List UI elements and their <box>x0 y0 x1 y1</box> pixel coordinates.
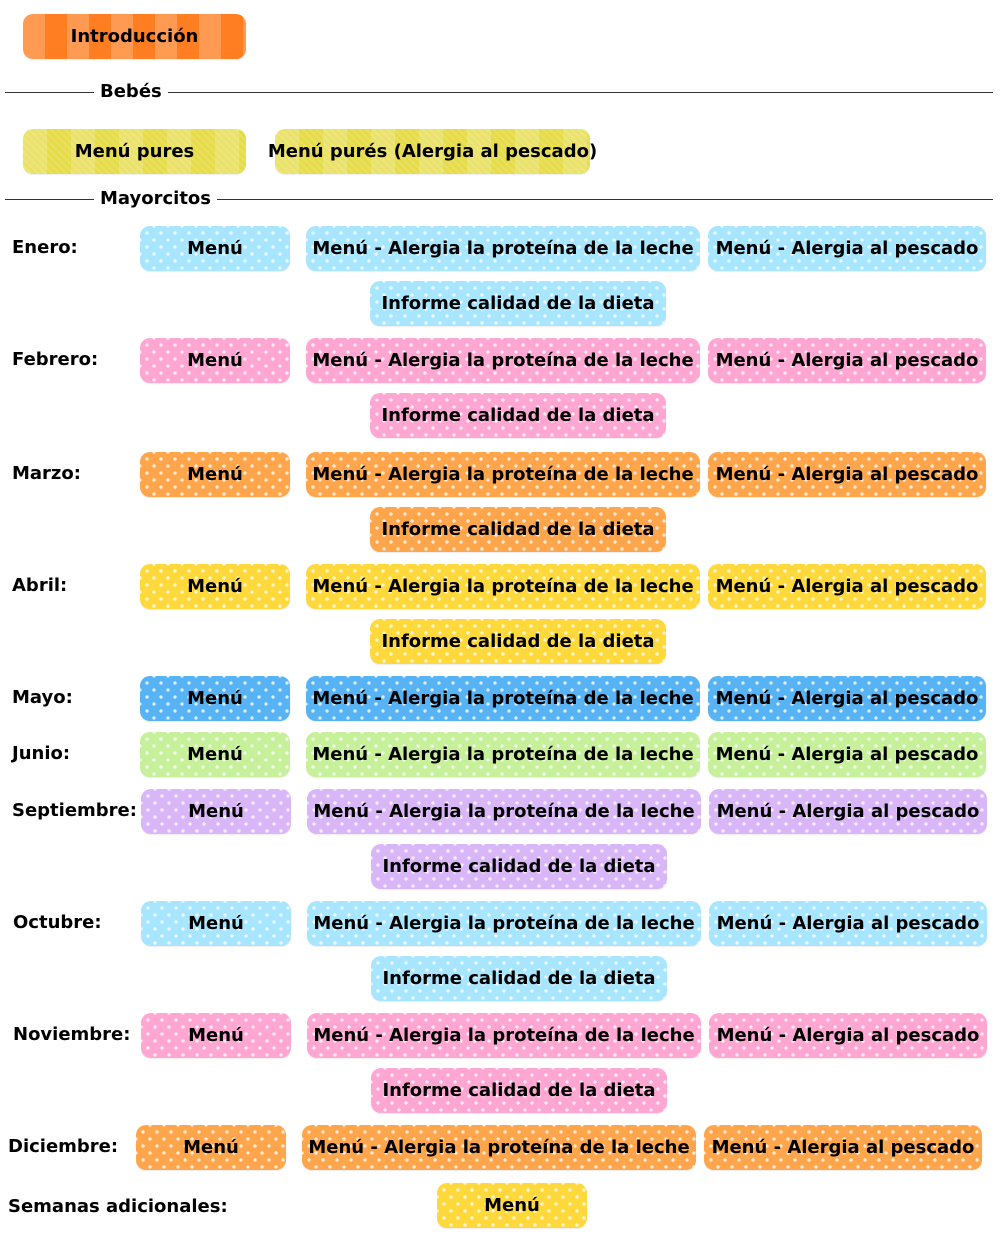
semanas-adicionales-menu-button[interactable]: Menú <box>437 1183 587 1228</box>
introduccion-button[interactable]: Introducción <box>23 14 246 59</box>
octubre-alergia-leche-button[interactable]: Menú - Alergia la proteína de la leche <box>307 901 701 946</box>
marzo-menu-button[interactable]: Menú <box>140 452 290 497</box>
febrero-leche-label: Menú - Alergia la proteína de la leche <box>312 350 694 371</box>
month-label-noviembre: Noviembre: <box>13 1024 131 1045</box>
febrero-alergia-leche-button[interactable]: Menú - Alergia la proteína de la leche <box>306 338 700 383</box>
mayo-leche-label: Menú - Alergia la proteína de la leche <box>312 688 694 709</box>
enero-alergia-leche-button[interactable]: Menú - Alergia la proteína de la leche <box>306 226 700 271</box>
month-label-diciembre: Diciembre: <box>8 1136 119 1157</box>
abril-informe-label: Informe calidad de la dieta <box>381 631 655 652</box>
month-label-marzo: Marzo: <box>12 463 81 484</box>
enero-informe-calidad-button[interactable]: Informe calidad de la dieta <box>370 281 666 326</box>
bebes-divider <box>5 92 993 93</box>
mayo-menu-label: Menú <box>187 688 243 709</box>
noviembre-menu-button[interactable]: Menú <box>141 1013 291 1058</box>
febrero-pescado-label: Menú - Alergia al pescado <box>715 350 979 371</box>
febrero-informe-calidad-button[interactable]: Informe calidad de la dieta <box>370 393 666 438</box>
octubre-alergia-pescado-button[interactable]: Menú - Alergia al pescado <box>709 901 987 946</box>
noviembre-informe-calidad-button[interactable]: Informe calidad de la dieta <box>371 1068 667 1113</box>
febrero-informe-label: Informe calidad de la dieta <box>381 405 655 426</box>
junio-menu-label: Menú <box>187 744 243 765</box>
marzo-informe-label: Informe calidad de la dieta <box>381 519 655 540</box>
octubre-menu-button[interactable]: Menú <box>141 901 291 946</box>
septiembre-alergia-pescado-button[interactable]: Menú - Alergia al pescado <box>709 789 987 834</box>
abril-alergia-leche-button[interactable]: Menú - Alergia la proteína de la leche <box>306 564 700 609</box>
septiembre-menu-label: Menú <box>188 801 244 822</box>
abril-pescado-label: Menú - Alergia al pescado <box>715 576 979 597</box>
noviembre-pescado-label: Menú - Alergia al pescado <box>716 1025 980 1046</box>
section-title-bebes: Bebés <box>94 81 168 102</box>
month-label-mayo: Mayo: <box>12 687 73 708</box>
septiembre-leche-label: Menú - Alergia la proteína de la leche <box>313 801 695 822</box>
junio-pescado-label: Menú - Alergia al pescado <box>715 744 979 765</box>
diciembre-leche-label: Menú - Alergia la proteína de la leche <box>308 1137 690 1158</box>
abril-informe-calidad-button[interactable]: Informe calidad de la dieta <box>370 619 666 664</box>
mayo-alergia-leche-button[interactable]: Menú - Alergia la proteína de la leche <box>306 676 700 721</box>
noviembre-leche-label: Menú - Alergia la proteína de la leche <box>313 1025 695 1046</box>
junio-alergia-leche-button[interactable]: Menú - Alergia la proteína de la leche <box>306 732 700 777</box>
diciembre-alergia-leche-button[interactable]: Menú - Alergia la proteína de la leche <box>302 1125 696 1170</box>
enero-leche-label: Menú - Alergia la proteína de la leche <box>312 238 694 259</box>
noviembre-alergia-leche-button[interactable]: Menú - Alergia la proteína de la leche <box>307 1013 701 1058</box>
septiembre-informe-calidad-button[interactable]: Informe calidad de la dieta <box>371 844 667 889</box>
marzo-alergia-leche-button[interactable]: Menú - Alergia la proteína de la leche <box>306 452 700 497</box>
diciembre-pescado-label: Menú - Alergia al pescado <box>711 1137 975 1158</box>
menu-pures-alergia-pescado-button[interactable]: Menú purés (Alergia al pescado) <box>268 129 597 174</box>
month-label-junio: Junio: <box>12 743 71 764</box>
enero-menu-button[interactable]: Menú <box>140 226 290 271</box>
menu-pures-alergia-pescado-label: Menú purés (Alergia al pescado) <box>267 141 598 162</box>
septiembre-alergia-leche-button[interactable]: Menú - Alergia la proteína de la leche <box>307 789 701 834</box>
mayo-pescado-label: Menú - Alergia al pescado <box>715 688 979 709</box>
marzo-menu-label: Menú <box>187 464 243 485</box>
enero-menu-label: Menú <box>187 238 243 259</box>
diciembre-menu-button[interactable]: Menú <box>136 1125 286 1170</box>
abril-alergia-pescado-button[interactable]: Menú - Alergia al pescado <box>708 564 986 609</box>
abril-menu-label: Menú <box>187 576 243 597</box>
junio-leche-label: Menú - Alergia la proteína de la leche <box>312 744 694 765</box>
febrero-menu-label: Menú <box>187 350 243 371</box>
month-label-enero: Enero: <box>12 237 78 258</box>
enero-alergia-pescado-button[interactable]: Menú - Alergia al pescado <box>708 226 986 271</box>
octubre-pescado-label: Menú - Alergia al pescado <box>716 913 980 934</box>
month-label-septiembre: Septiembre: <box>12 800 137 821</box>
mayo-menu-button[interactable]: Menú <box>140 676 290 721</box>
noviembre-alergia-pescado-button[interactable]: Menú - Alergia al pescado <box>709 1013 987 1058</box>
abril-menu-button[interactable]: Menú <box>140 564 290 609</box>
septiembre-menu-button[interactable]: Menú <box>141 789 291 834</box>
febrero-menu-button[interactable]: Menú <box>140 338 290 383</box>
month-label-octubre: Octubre: <box>13 912 102 933</box>
octubre-informe-label: Informe calidad de la dieta <box>382 968 656 989</box>
mayorcitos-divider <box>5 199 993 200</box>
month-label-febrero: Febrero: <box>12 349 99 370</box>
marzo-alergia-pescado-button[interactable]: Menú - Alergia al pescado <box>708 452 986 497</box>
octubre-informe-calidad-button[interactable]: Informe calidad de la dieta <box>371 956 667 1001</box>
abril-leche-label: Menú - Alergia la proteína de la leche <box>312 576 694 597</box>
menu-pures-label: Menú pures <box>74 141 195 162</box>
diciembre-menu-label: Menú <box>183 1137 239 1158</box>
month-label-abril: Abril: <box>12 575 68 596</box>
octubre-leche-label: Menú - Alergia la proteína de la leche <box>313 913 695 934</box>
marzo-leche-label: Menú - Alergia la proteína de la leche <box>312 464 694 485</box>
diciembre-alergia-pescado-button[interactable]: Menú - Alergia al pescado <box>704 1125 982 1170</box>
enero-pescado-label: Menú - Alergia al pescado <box>715 238 979 259</box>
noviembre-menu-label: Menú <box>188 1025 244 1046</box>
marzo-pescado-label: Menú - Alergia al pescado <box>715 464 979 485</box>
junio-alergia-pescado-button[interactable]: Menú - Alergia al pescado <box>708 732 986 777</box>
septiembre-pescado-label: Menú - Alergia al pescado <box>716 801 980 822</box>
menu-pures-button[interactable]: Menú pures <box>23 129 246 174</box>
section-title-mayorcitos: Mayorcitos <box>94 188 218 209</box>
semanas-adicionales-menu-label: Menú <box>484 1195 540 1216</box>
enero-informe-label: Informe calidad de la dieta <box>381 293 655 314</box>
semanas-adicionales-label: Semanas adicionales: <box>8 1196 228 1217</box>
noviembre-informe-label: Informe calidad de la dieta <box>382 1080 656 1101</box>
septiembre-informe-label: Informe calidad de la dieta <box>382 856 656 877</box>
febrero-alergia-pescado-button[interactable]: Menú - Alergia al pescado <box>708 338 986 383</box>
mayo-alergia-pescado-button[interactable]: Menú - Alergia al pescado <box>708 676 986 721</box>
junio-menu-button[interactable]: Menú <box>140 732 290 777</box>
octubre-menu-label: Menú <box>188 913 244 934</box>
marzo-informe-calidad-button[interactable]: Informe calidad de la dieta <box>370 507 666 552</box>
introduccion-label: Introducción <box>70 26 199 47</box>
